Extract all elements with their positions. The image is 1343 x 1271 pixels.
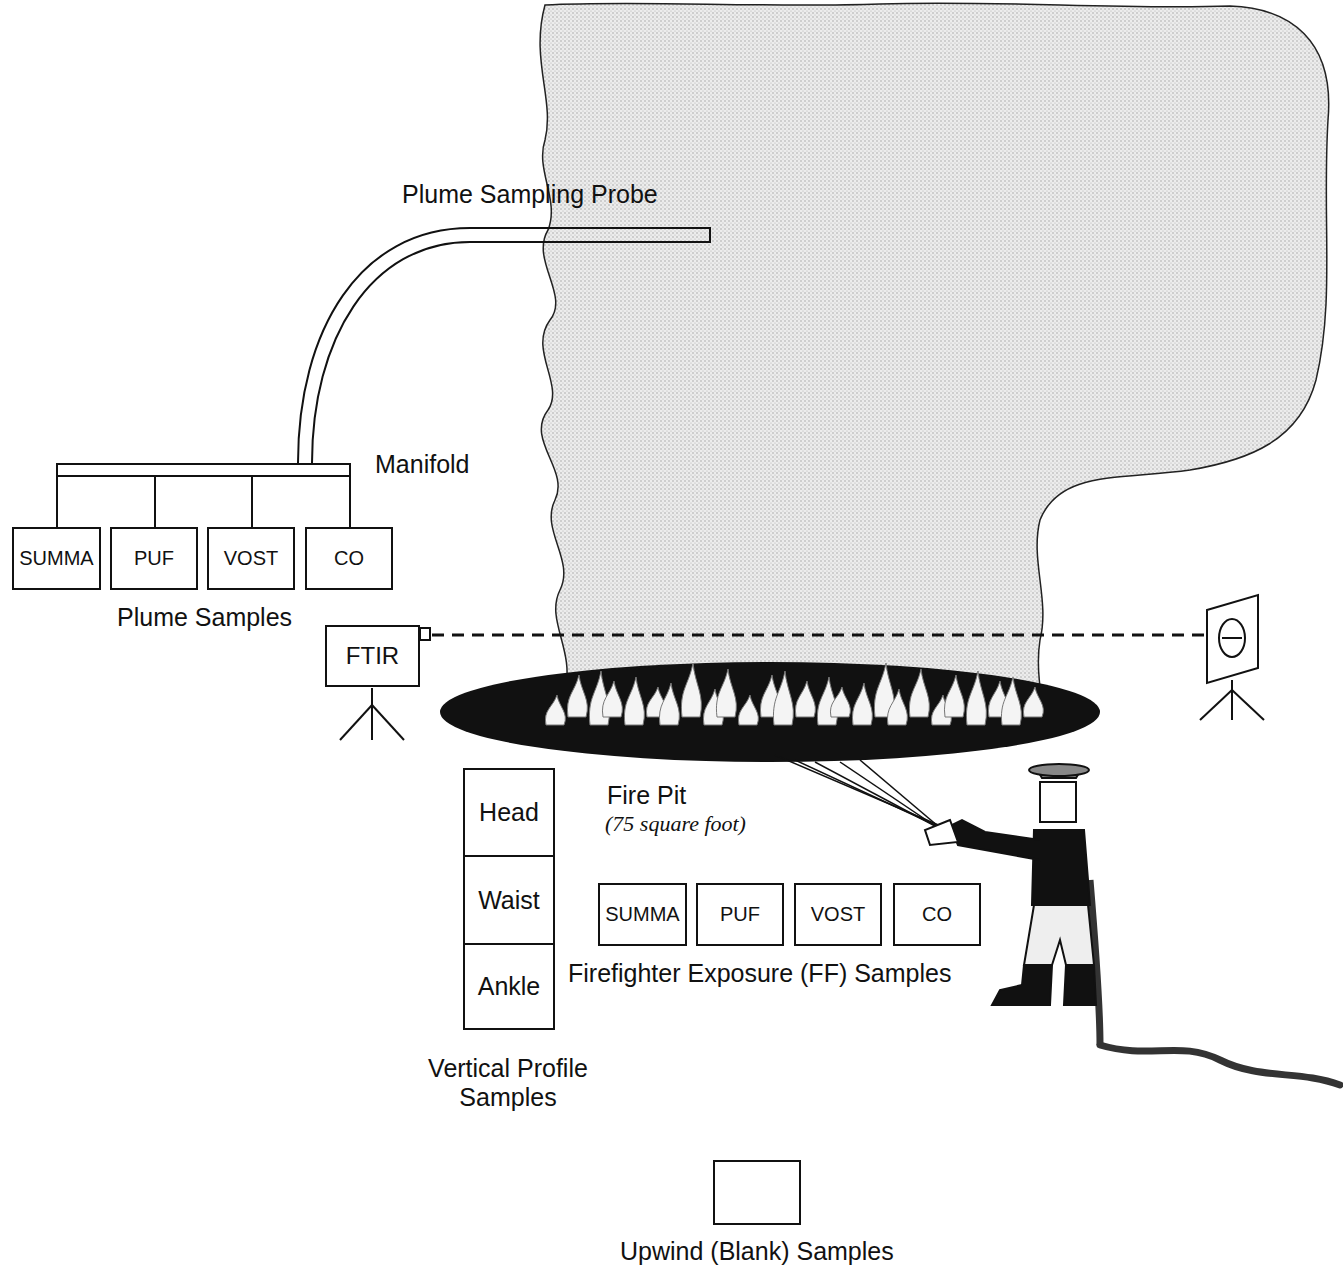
profile-box: Waist (463, 855, 555, 945)
flame (624, 677, 644, 725)
caption-label: Manifold (375, 450, 470, 479)
blank-sample-square (713, 1160, 801, 1225)
box-label: Waist (478, 886, 540, 915)
profile-box: Ankle (463, 943, 555, 1030)
box-label: PUF (134, 547, 174, 570)
box-label: VOST (224, 547, 278, 570)
profile-box: Head (463, 768, 555, 857)
firefighter (925, 764, 1340, 1085)
blank-sample-box: Upwind (Blank) Samples (620, 1160, 894, 1266)
sampling-probe (298, 228, 710, 463)
box-label: VOST (811, 903, 865, 926)
flame (852, 683, 872, 725)
caption-label: Vertical Profile Samples (403, 1054, 613, 1112)
flame (909, 669, 929, 717)
caption-label: Firefighter Exposure (FF) Samples (568, 959, 951, 988)
flame (681, 663, 701, 717)
box-label: Ankle (478, 972, 541, 1001)
flame (1023, 687, 1043, 717)
flame (966, 671, 986, 725)
flame (1001, 677, 1021, 725)
box-label: Head (479, 798, 539, 827)
sample-box: SUMMA (12, 527, 101, 590)
instrument-box: FTIR (325, 625, 420, 687)
flame (795, 681, 815, 717)
box-label: CO (922, 903, 952, 926)
sample-box: VOST (794, 883, 882, 946)
sample-box: CO (305, 527, 393, 590)
sample-box: VOST (207, 527, 295, 590)
flames (545, 663, 1043, 725)
flame (944, 675, 964, 717)
flame (887, 689, 907, 725)
flame (716, 669, 736, 717)
caption-label: Fire Pit (607, 781, 686, 810)
box-label: PUF (720, 903, 760, 926)
flame (659, 683, 679, 725)
box-label: FTIR (346, 642, 399, 670)
sample-box: PUF (110, 527, 198, 590)
caption-label: Plume Sampling Probe (402, 180, 658, 209)
handwritten-note: (75 square foot) (605, 811, 746, 836)
smoke-plume (540, 3, 1329, 690)
caption-label: Plume Samples (117, 603, 292, 632)
flame (773, 671, 793, 725)
box-label: SUMMA (605, 903, 679, 926)
box-label: CO (334, 547, 364, 570)
sample-box: PUF (696, 883, 784, 946)
flame (567, 675, 587, 717)
sample-box: CO (893, 883, 981, 946)
box-label: SUMMA (19, 547, 93, 570)
flame (545, 695, 565, 725)
sample-box: SUMMA (598, 883, 687, 946)
fire-pit (440, 662, 1100, 762)
flame (830, 687, 850, 717)
flame (738, 695, 758, 725)
flame (602, 681, 622, 717)
water-spray (775, 755, 952, 838)
manifold (57, 464, 350, 527)
box-label: Upwind (Blank) Samples (620, 1237, 894, 1266)
